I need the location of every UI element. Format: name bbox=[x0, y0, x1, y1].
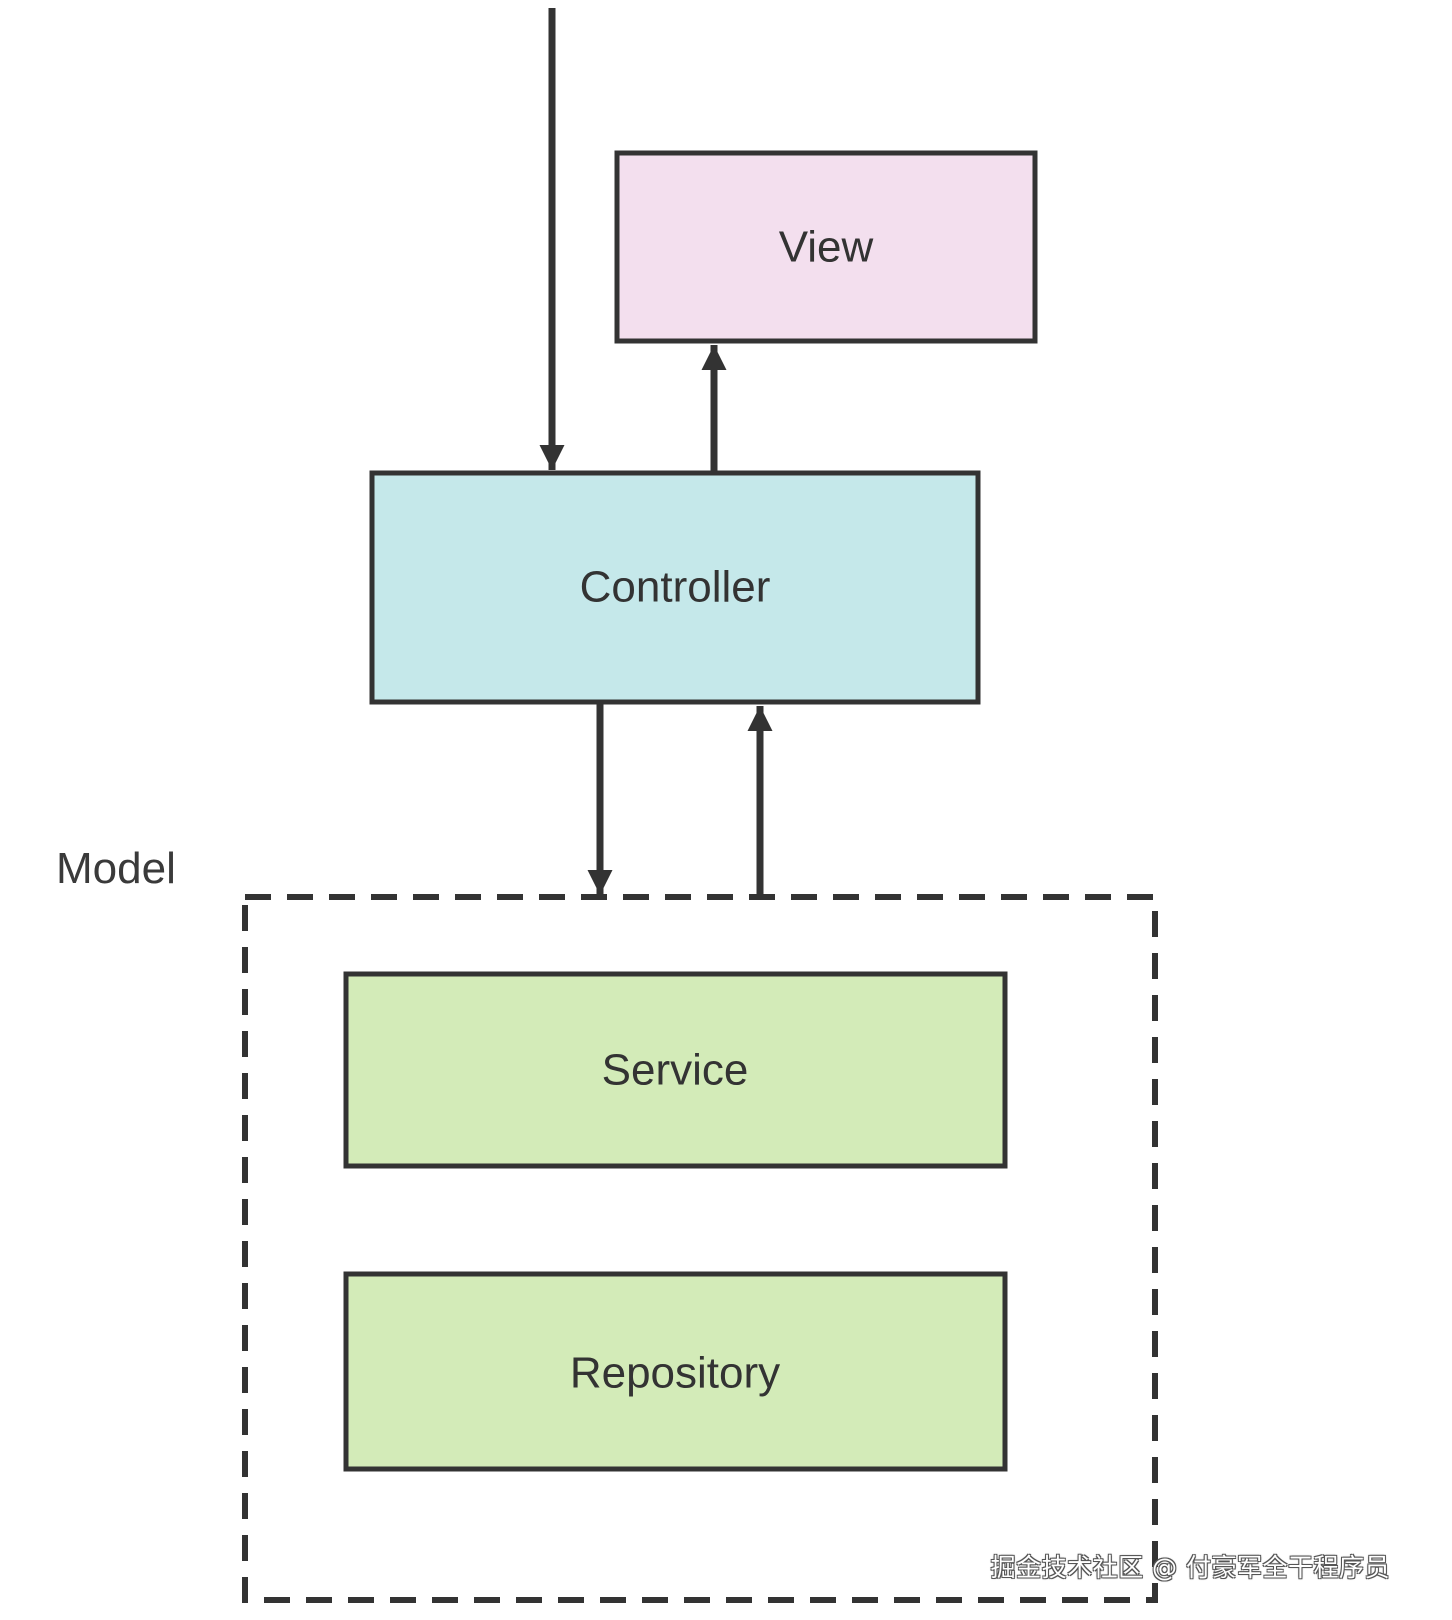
controller-box-rect bbox=[369, 470, 981, 705]
repository-box-rect bbox=[343, 1271, 1008, 1472]
model-label: Model bbox=[56, 844, 176, 893]
view-box-rect bbox=[614, 150, 1038, 344]
service-box-rect bbox=[343, 971, 1008, 1169]
controller-box: Controller bbox=[369, 470, 981, 705]
repository-label: Repository bbox=[570, 1349, 780, 1398]
repository-box: Repository bbox=[343, 1271, 1008, 1472]
watermark: 掘金技术社区 @ 付豪军全干程序员 bbox=[990, 1553, 1390, 1582]
view-box: View bbox=[614, 150, 1038, 344]
view-label: View bbox=[779, 223, 874, 272]
model-group: Model bbox=[56, 844, 1158, 1603]
service-label: Service bbox=[602, 1046, 749, 1095]
service-box: Service bbox=[343, 971, 1008, 1169]
controller-label: Controller bbox=[580, 563, 771, 612]
model-group-border bbox=[242, 894, 1158, 1603]
